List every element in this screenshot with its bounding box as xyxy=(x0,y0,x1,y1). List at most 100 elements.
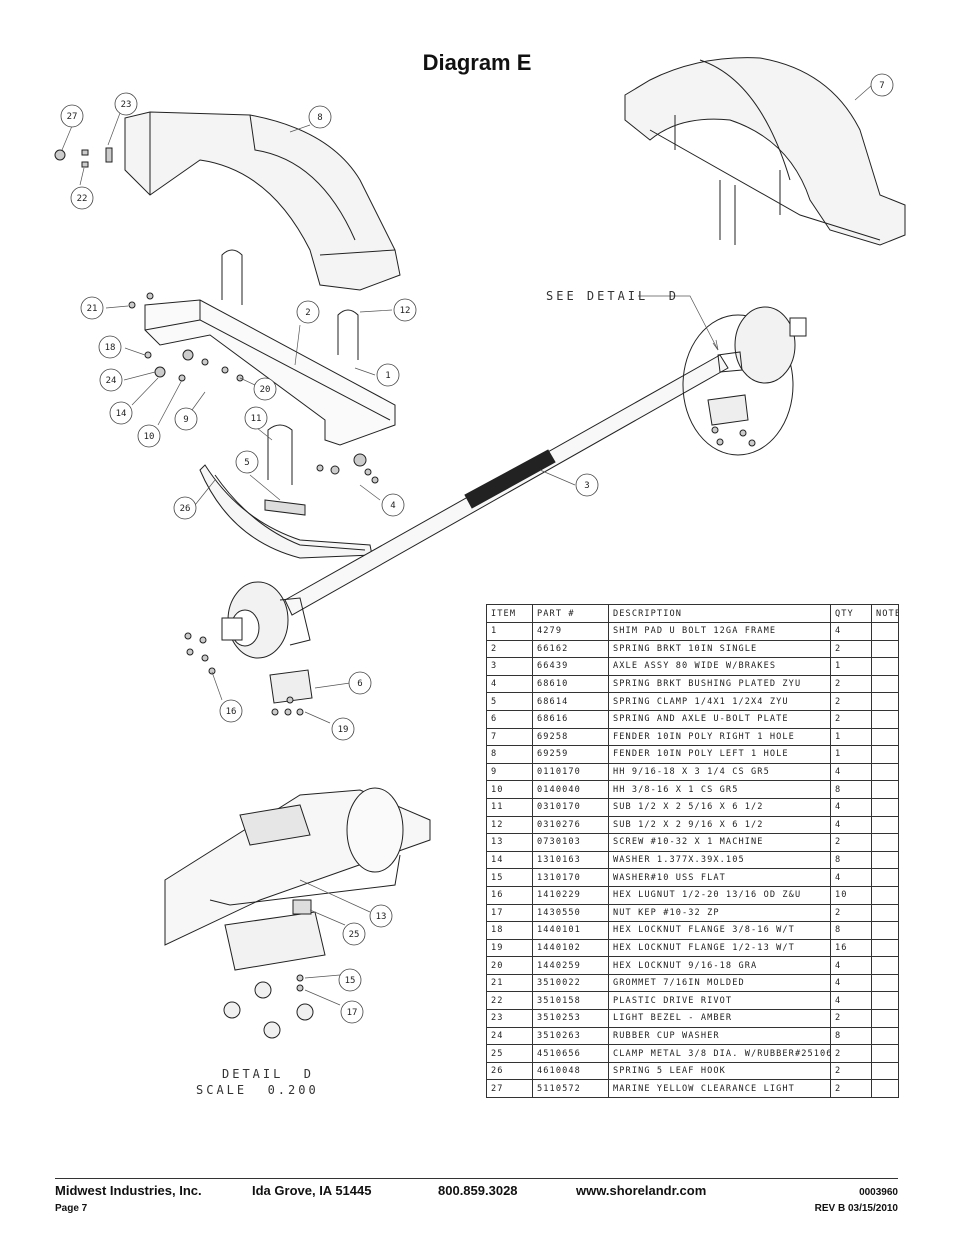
cell-item: 25 xyxy=(486,1044,533,1063)
cell-part-number: 3510253 xyxy=(532,1009,609,1028)
cell-part-number: 1440102 xyxy=(532,938,609,958)
callout-17: 17 xyxy=(347,1008,358,1018)
hardware xyxy=(54,147,756,992)
cell-qty: 4 xyxy=(830,622,872,641)
header-note: NOTE xyxy=(871,604,899,623)
cell-description: HEX LOCKNUT 9/16-18 GRA xyxy=(608,956,831,975)
u-bolts xyxy=(221,249,359,485)
detail-circle xyxy=(682,306,807,456)
cell-note xyxy=(871,727,899,747)
callout-12: 12 xyxy=(400,306,411,316)
cell-item: 3 xyxy=(486,657,533,676)
cell-part-number: 66162 xyxy=(532,639,609,659)
cell-note xyxy=(871,991,899,1011)
cell-qty: 8 xyxy=(830,850,872,870)
cell-item: 8 xyxy=(486,745,533,764)
cell-item: 13 xyxy=(486,833,533,852)
table-header-row: ITEM PART # DESCRIPTION QTY NOTE xyxy=(486,604,899,623)
leader-lines xyxy=(61,84,873,1006)
cell-description: SPRING 5 LEAF HOOK xyxy=(608,1061,831,1081)
footer-city: Ida Grove, IA 51445 xyxy=(252,1183,372,1198)
cell-qty: 2 xyxy=(830,1061,872,1081)
cell-item: 27 xyxy=(486,1079,533,1099)
header-item: ITEM xyxy=(486,604,533,623)
cell-note xyxy=(871,833,899,852)
cell-qty: 4 xyxy=(830,956,872,975)
cell-description: SUB 1/2 X 2 9/16 X 6 1/2 xyxy=(608,815,831,835)
footer-revision: REV B 03/15/2010 xyxy=(814,1203,898,1214)
cell-qty: 4 xyxy=(830,815,872,835)
cell-item: 18 xyxy=(486,921,533,940)
cell-qty: 8 xyxy=(830,1026,872,1046)
cell-item: 22 xyxy=(486,991,533,1011)
cell-item: 5 xyxy=(486,692,533,711)
callout-11: 11 xyxy=(251,414,262,424)
cell-description: HEX LOCKNUT FLANGE 1/2-13 W/T xyxy=(608,938,831,958)
cell-note xyxy=(871,1044,899,1063)
cell-part-number: 3510022 xyxy=(532,973,609,993)
cell-item: 12 xyxy=(486,815,533,835)
callout-5: 5 xyxy=(244,458,249,468)
cell-qty: 1 xyxy=(830,657,872,676)
cell-item: 15 xyxy=(486,868,533,887)
cell-part-number: 0730103 xyxy=(532,833,609,852)
u-bolt-plate xyxy=(269,669,313,704)
cell-part-number: 1410229 xyxy=(532,885,609,905)
cell-note xyxy=(871,709,899,729)
cell-note xyxy=(871,762,899,782)
cell-description: SPRING BRKT BUSHING PLATED ZYU xyxy=(608,674,831,694)
cell-item: 4 xyxy=(486,674,533,694)
cell-qty: 4 xyxy=(830,797,872,817)
cell-description: WASHER#10 USS FLAT xyxy=(608,868,831,887)
callout-24: 24 xyxy=(106,376,117,386)
fender-right xyxy=(624,57,906,246)
cell-note xyxy=(871,622,899,641)
callout-27: 27 xyxy=(67,112,78,122)
page-title: Diagram E xyxy=(422,50,532,75)
callout-19: 19 xyxy=(338,725,349,735)
cell-part-number: 69259 xyxy=(532,745,609,764)
callout-25: 25 xyxy=(349,930,360,940)
cell-description: SPRING BRKT 10IN SINGLE xyxy=(608,639,831,659)
cell-qty: 10 xyxy=(830,885,872,905)
cell-item: 11 xyxy=(486,797,533,817)
cell-description: HH 9/16-18 X 3 1/4 CS GR5 xyxy=(608,762,831,782)
cell-qty: 4 xyxy=(830,973,872,993)
cell-note xyxy=(871,780,899,799)
cell-part-number: 66439 xyxy=(532,657,609,676)
footer-doc-number: 0003960 xyxy=(859,1187,898,1198)
cell-part-number: 0110170 xyxy=(532,762,609,782)
cell-description: HEX LOCKNUT FLANGE 3/8-16 W/T xyxy=(608,921,831,940)
cell-description: NUT KEP #10-32 ZP xyxy=(608,903,831,923)
cell-description: PLASTIC DRIVE RIVOT xyxy=(608,991,831,1011)
callout-circles xyxy=(60,73,894,1024)
cell-qty: 8 xyxy=(830,921,872,940)
detail-label: DETAIL D xyxy=(222,1067,315,1081)
cell-qty: 2 xyxy=(830,1079,872,1099)
cell-part-number: 5110572 xyxy=(532,1079,609,1099)
cell-qty: 8 xyxy=(830,780,872,799)
cell-note xyxy=(871,850,899,870)
cell-qty: 1 xyxy=(830,727,872,747)
header-qty: QTY xyxy=(830,604,872,623)
cell-item: 14 xyxy=(486,850,533,870)
cell-part-number: 1310163 xyxy=(532,850,609,870)
detail-d-drawing xyxy=(164,787,431,1039)
cell-qty: 2 xyxy=(830,1044,872,1063)
cell-part-number: 68616 xyxy=(532,709,609,729)
